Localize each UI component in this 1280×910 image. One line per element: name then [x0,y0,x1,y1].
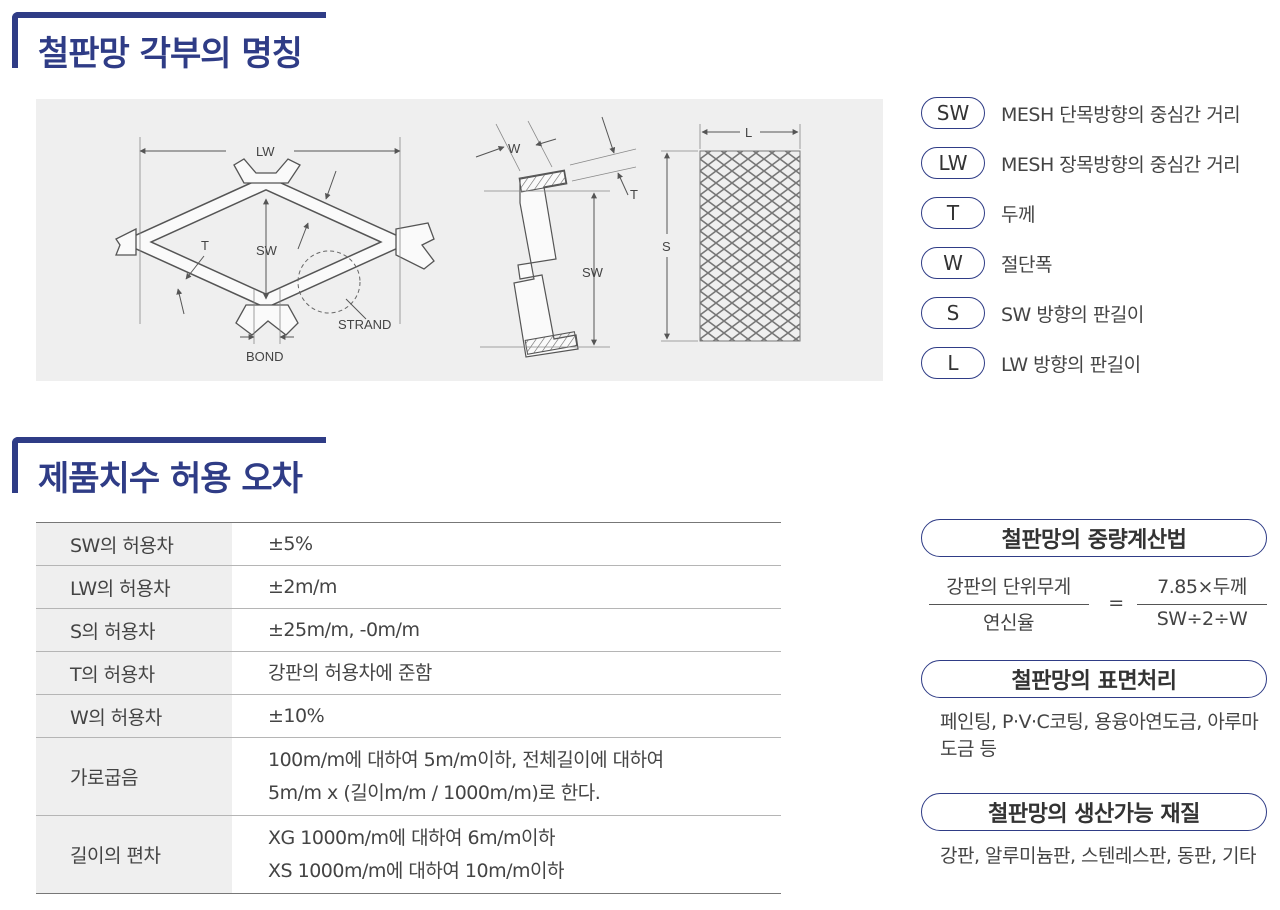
table-value-line: ±10% [268,704,325,727]
table-key-cell: S의 허용차 [36,608,232,652]
mesh-sheet [699,150,801,342]
header-accent-leg [12,12,18,68]
table-key-cell: W의 허용차 [36,694,232,738]
label-t: T [201,238,209,253]
label-l: L [745,125,752,140]
legend-item: L LW 방향의 판길이 [921,347,1276,379]
formula-left-divider [929,604,1089,605]
legend-item: LW MESH 장목방향의 중심간 거리 [921,147,1276,179]
legend-item: S SW 방향의 판길이 [921,297,1276,329]
legend-description: 두께 [1001,203,1035,226]
table-row: LW의 허용차 ±2m/m [36,565,781,609]
table-value-cell: ±5% [232,522,781,566]
header-accent-leg [12,437,18,493]
table-value-line: XG 1000m/m에 대하여 6m/m이하 [268,826,556,849]
legend-description: SW 방향의 판길이 [1001,303,1144,326]
table-key-cell: T의 허용차 [36,651,232,695]
table-key-cell: LW의 허용차 [36,565,232,609]
table-value-cell: 강판의 허용차에 준함 [232,651,781,695]
formula-equals: = [1108,592,1124,614]
legend-code-badge: LW [921,147,985,179]
formula-right-divider [1137,604,1267,605]
header-accent-bar [12,12,326,18]
legend-code-badge: S [921,297,985,329]
legend-item: SW MESH 단목방향의 중심간 거리 [921,97,1276,129]
label-strand: STRAND [338,317,391,332]
table-key-cell: 가로굽음 [36,737,232,816]
table-row: W의 허용차 ±10% [36,694,781,738]
label-lw: LW [256,144,275,159]
legend-item: T 두께 [921,197,1276,229]
formula-left-denominator: 연신율 [983,612,1034,634]
weight-title: 철판망의 중량계산법 [921,519,1267,557]
table-value-line: 100m/m에 대하여 5m/m이하, 전체길이에 대하여 [268,748,664,771]
label-w: W [508,141,521,156]
legend-code-badge: W [921,247,985,279]
section-title-names: 철판망 각부의 명칭 [38,34,303,74]
label-s: S [662,239,671,254]
formula-right-denominator: SW÷2÷W [1156,608,1248,630]
tolerance-table: SW의 허용차 ±5% LW의 허용차 ±2m/m S의 허용차 ±25m/m, -0m/… [36,522,781,894]
table-value-cell: ±10% [232,694,781,738]
section-header-tolerance: 제품치수 허용 오차 [12,437,326,507]
header-accent-bar [12,437,326,443]
material-text: 강판, 알루미늄판, 스텐레스판, 동판, 기타 [940,845,1257,867]
table-value-cell: 100m/m에 대하여 5m/m이하, 전체길이에 대하여 5m/m x (길이m… [232,737,781,816]
legend-description: MESH 단목방향의 중심간 거리 [1001,103,1241,126]
table-row: 가로굽음 100m/m에 대하여 5m/m이하, 전체길이에 대하여 5m/m x … [36,737,781,816]
material-title: 철판망의 생산가능 재질 [921,793,1267,831]
table-value-line: ±25m/m, -0m/m [268,618,420,641]
weight-formula: 강판의 단위무게 연신율 = 7.85×두께 SW÷2÷W [921,568,1267,638]
table-value-cell: ±25m/m, -0m/m [232,608,781,652]
formula-right-numerator: 7.85×두께 [1157,576,1247,598]
legend-item: W 절단폭 [921,247,1276,279]
table-row: SW의 허용차 ±5% [36,522,781,566]
table-value-cell: XG 1000m/m에 대하여 6m/m이하 XS 1000m/m에 대하여 10… [232,815,781,894]
section-title-tolerance: 제품치수 허용 오차 [38,459,303,499]
formula-left-numerator: 강판의 단위무게 [946,576,1071,598]
label-t2: T [630,187,638,202]
legend-description: 절단폭 [1001,253,1052,276]
table-value-line: ±2m/m [268,575,337,598]
table-value-line: ±5% [268,532,313,555]
table-value-line: 강판의 허용차에 준함 [268,661,432,684]
legend-code-badge: L [921,347,985,379]
table-key-cell: SW의 허용차 [36,522,232,566]
table-key-cell: 길이의 편차 [36,815,232,894]
label-sw2: SW [582,265,604,280]
mesh-diagram: LW SW T STRAND BOND W T S [115,116,801,364]
mesh-diagram-panel: LW SW T STRAND BOND W T S [36,99,883,381]
legend-code-badge: SW [921,97,985,129]
label-bond: BOND [246,349,284,364]
table-value-cell: ±2m/m [232,565,781,609]
legend-code-badge: T [921,197,985,229]
cross-section [513,169,579,358]
legend-description: LW 방향의 판길이 [1001,353,1141,376]
label-sw: SW [256,243,278,258]
surface-title: 철판망의 표면처리 [921,660,1267,698]
table-row: T의 허용차 강판의 허용차에 준함 [36,651,781,695]
surface-text: 페인팅, P·V·C코팅, 용융아연도금, 아루마도금 등 [940,711,1259,760]
table-value-line: XS 1000m/m에 대하여 10m/m이하 [268,859,564,882]
table-row: S의 허용차 ±25m/m, -0m/m [36,608,781,652]
table-row: 길이의 편차 XG 1000m/m에 대하여 6m/m이하 XS 1000m/m에 … [36,815,781,894]
section-header-names: 철판망 각부의 명칭 [12,12,326,82]
diamond-unit [115,158,435,336]
legend-description: MESH 장목방향의 중심간 거리 [1001,153,1241,176]
table-value-line: 5m/m x (길이m/m / 1000m/m)로 한다. [268,781,601,804]
